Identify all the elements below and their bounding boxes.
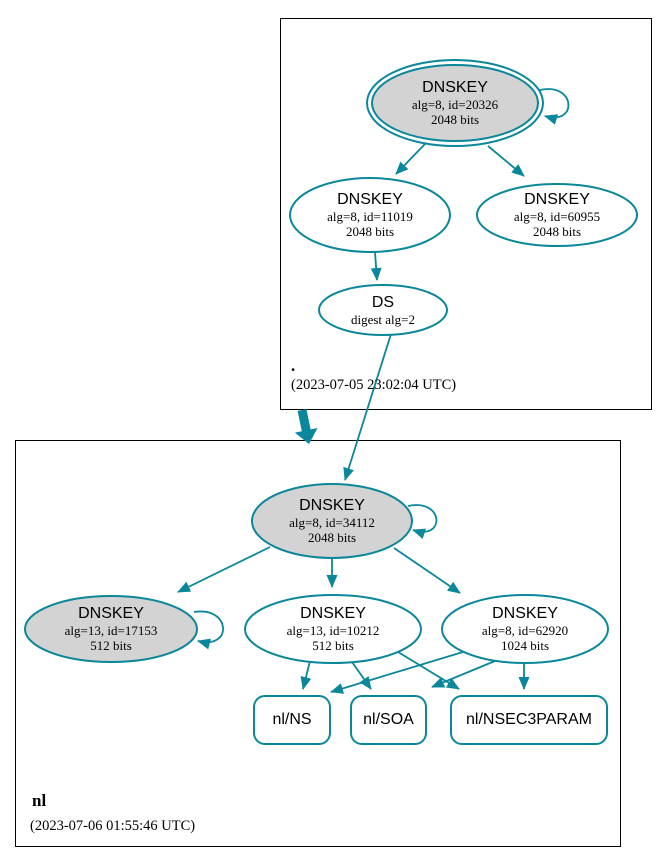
root-zone-box (280, 18, 652, 410)
rrset-nl-nsec3param-node[interactable]: nl/NSEC3PARAM (450, 695, 608, 745)
rrset-nl-ns-node[interactable]: nl/NS (253, 695, 331, 745)
edge-11019-to-ds (370, 251, 382, 281)
edge-62920-to-ns (330, 651, 464, 694)
selfloop-34112 (407, 504, 438, 540)
edge-10212-to-nsec3param (397, 651, 460, 690)
edge-20326-to-60955 (487, 145, 525, 177)
dnskey-10212-node[interactable] (244, 594, 422, 664)
edge-34112-to-17153 (177, 546, 271, 593)
edge-34112-to-62920 (393, 547, 461, 594)
selfloop-20326 (539, 88, 570, 125)
rrset-label: nl/NS (272, 711, 312, 728)
dnskey-20326-node[interactable] (371, 64, 539, 142)
dnskey-34112-node[interactable] (251, 483, 413, 559)
dnskey-17153-node[interactable] (24, 595, 198, 663)
nl-zone-box (15, 440, 621, 847)
edge-10212-to-soa (351, 661, 372, 690)
edge-62920-to-soa (431, 660, 496, 688)
dnskey-60955-node[interactable] (476, 183, 638, 247)
rrset-label: nl/SOA (363, 711, 414, 728)
zone-delegation-arrow (294, 409, 318, 444)
edge-ds-to-34112 (343, 333, 392, 481)
ds-node[interactable] (318, 284, 448, 336)
dnskey-11019-node[interactable] (289, 177, 451, 253)
rrset-nl-soa-node[interactable]: nl/SOA (350, 695, 427, 745)
edge-20326-to-11019 (395, 143, 426, 175)
dnskey-62920-node[interactable] (441, 594, 609, 664)
edge-10212-to-ns (300, 660, 312, 690)
selfloop-17153 (193, 610, 224, 650)
rrset-label: nl/NSEC3PARAM (466, 711, 592, 728)
